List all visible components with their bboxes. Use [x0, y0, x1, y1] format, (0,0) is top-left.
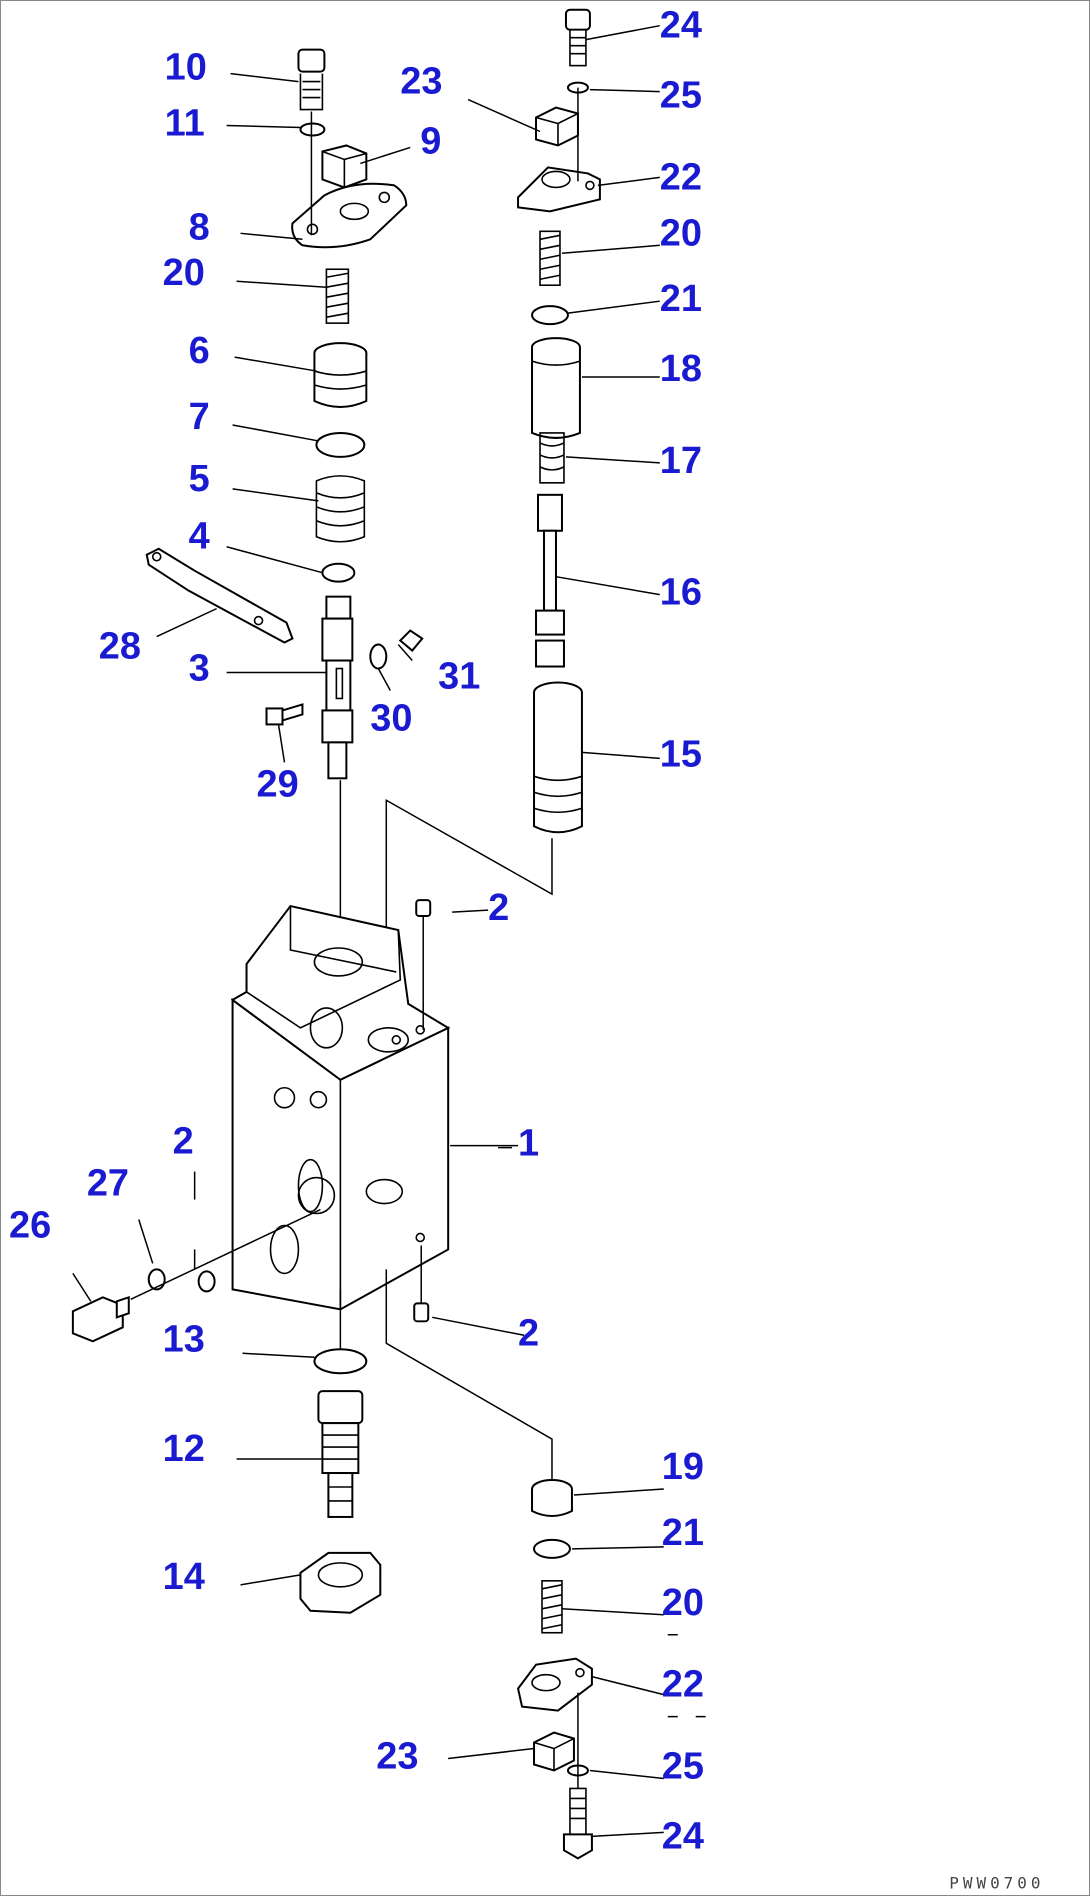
part-19-cap	[531, 1479, 573, 1517]
part-24-bolt-top	[564, 8, 591, 67]
callout-label: 8	[189, 206, 210, 248]
part-18-sleeve	[531, 337, 581, 439]
part-2-pin-bottom	[413, 1245, 430, 1323]
part-20-spring-upper-left	[325, 268, 350, 324]
part-3-spool	[321, 595, 354, 780]
callout-label: 24	[662, 1815, 704, 1857]
callout-label: 29	[257, 763, 299, 805]
part-14-nut	[299, 1551, 382, 1614]
part-4-washer	[321, 562, 356, 583]
part-26-plug	[71, 1295, 130, 1343]
part-2-pin-top	[415, 899, 432, 1030]
part-22-cover-bottom	[516, 1657, 593, 1712]
callout-label: 3	[189, 647, 210, 689]
part-5-spring	[315, 475, 366, 543]
callout-label: 22	[660, 156, 702, 198]
callout-label: 27	[87, 1163, 129, 1205]
callout-label: 19	[662, 1446, 704, 1488]
callout-label: 21	[662, 1512, 704, 1554]
callout-label: 24	[660, 5, 702, 47]
part-6-piston	[313, 342, 368, 408]
part-10-plug	[297, 48, 326, 111]
part-21-o-ring-top	[531, 305, 569, 326]
callout-label: 2	[173, 1121, 194, 1163]
callout-label: 25	[660, 75, 702, 117]
axis-right	[385, 87, 579, 1010]
part-24-bolt-bottom	[562, 1787, 593, 1860]
callout-label: 2	[518, 1312, 539, 1354]
callout-label: 11	[165, 102, 205, 144]
callout-label: 17	[660, 440, 702, 482]
callout-label: 31	[438, 655, 480, 697]
leader-lines	[72, 24, 706, 1838]
callout-label: 23	[376, 1735, 418, 1777]
part-11-washer	[299, 122, 326, 137]
callout-label: 22	[662, 1664, 704, 1706]
part-13-o-ring	[313, 1348, 368, 1375]
callout-label: 30	[370, 697, 412, 739]
callout-label: 20	[163, 252, 205, 294]
part-17-spring	[539, 432, 565, 484]
callout-label: 28	[99, 626, 141, 668]
part-22-cover-top	[517, 166, 601, 213]
part-9-nut	[321, 144, 368, 189]
callout-label: 9	[420, 120, 441, 162]
axis-lower-right	[385, 1269, 553, 1480]
callout-label: 13	[163, 1318, 205, 1360]
part-31-pin	[398, 629, 424, 652]
callout-label: 20	[662, 1582, 704, 1624]
part-29-bolt	[265, 703, 304, 726]
part-21-o-ring-bottom	[533, 1538, 571, 1559]
callout-label: 12	[163, 1428, 205, 1470]
part-16-spool	[535, 493, 565, 668]
callout-label: 6	[189, 330, 210, 372]
drawing-code: PWW0700	[949, 1873, 1044, 1892]
part-7-o-ring	[315, 431, 366, 458]
callout-label: 1	[518, 1123, 539, 1165]
callout-label: 14	[163, 1556, 205, 1598]
part-1-valve-body	[230, 904, 451, 1311]
callout-label: 4	[189, 516, 210, 558]
callout-label: 5	[189, 458, 210, 500]
callout-label: 26	[9, 1204, 51, 1246]
callout-label: 16	[660, 572, 702, 614]
callout-label: 23	[400, 61, 442, 103]
part-20-spring-upper-right	[539, 230, 561, 287]
callout-label: 18	[660, 348, 702, 390]
callout-labels: 10 11 9 8 20 6 7 5 4 28 3 31 30 29 24 25…	[9, 5, 704, 1858]
part-8-cover	[291, 182, 408, 249]
callout-label: 2	[488, 887, 509, 929]
callout-label: 10	[165, 47, 207, 89]
part-23-nut-bottom	[533, 1731, 575, 1772]
part-12-fitting	[317, 1390, 364, 1518]
callout-label: 7	[189, 396, 210, 438]
part-2-pin-left	[197, 1270, 216, 1293]
part-23-nut-top	[535, 106, 579, 147]
part-28-lever	[145, 547, 294, 644]
callout-label: 21	[660, 278, 702, 320]
part-15-sleeve	[533, 681, 583, 834]
callout-label: 20	[660, 212, 702, 254]
callout-label: 15	[660, 733, 702, 775]
part-30-washer	[369, 643, 388, 670]
axis-left-plug	[130, 1208, 321, 1301]
callout-label: 25	[662, 1745, 704, 1787]
part-20-spring-lower	[541, 1580, 563, 1634]
